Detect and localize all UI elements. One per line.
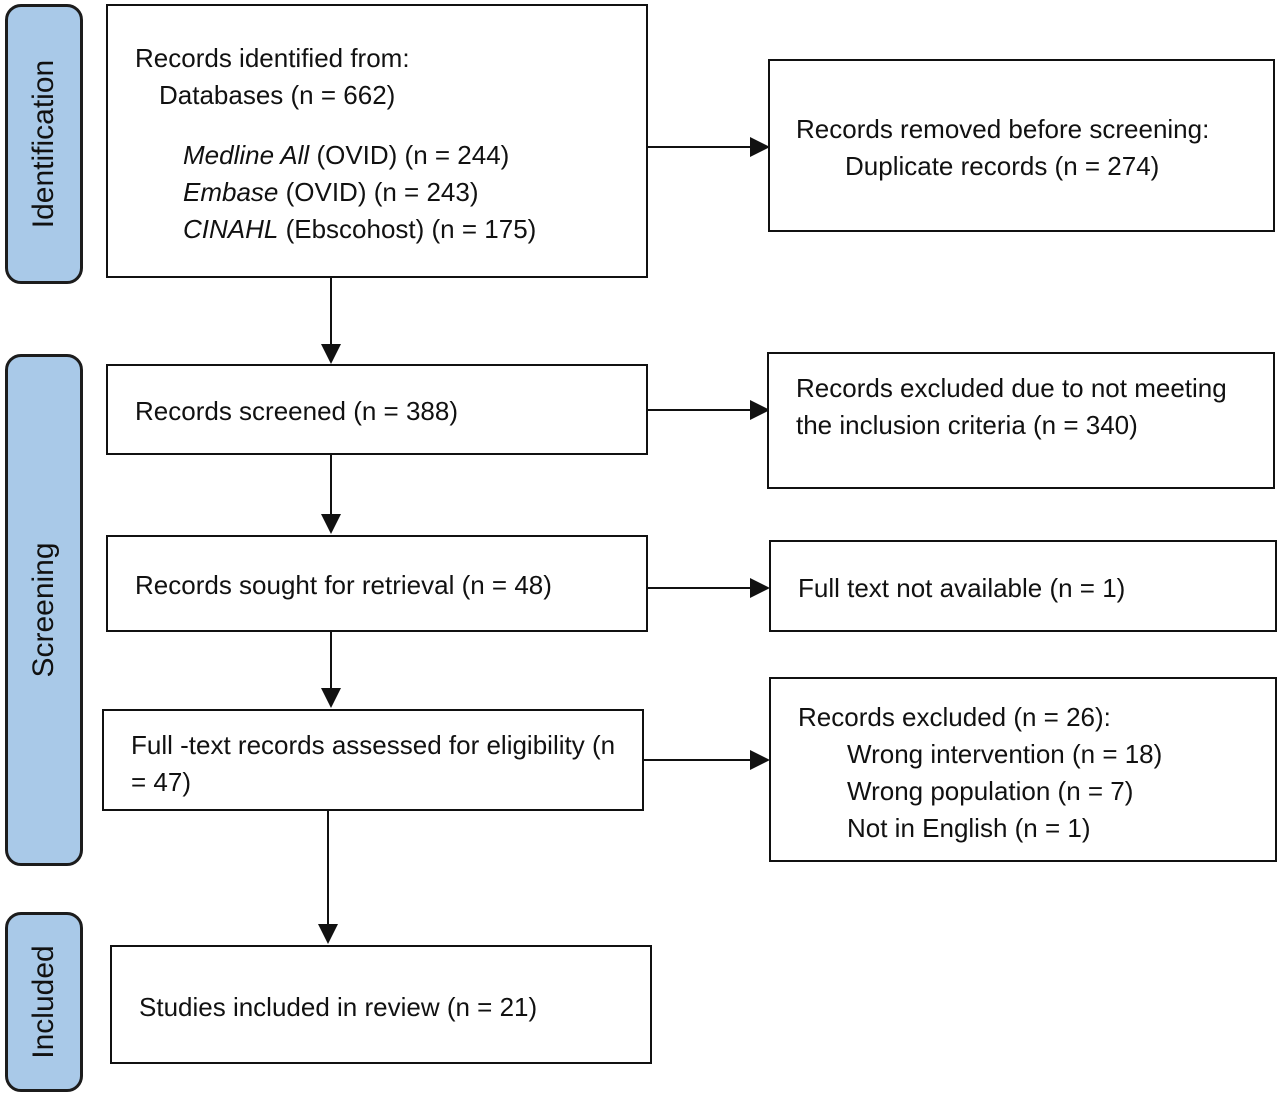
excluded-reason-item: Wrong intervention (n = 18) [847,739,1163,769]
source-embase: Embase (OVID) (n = 243) [183,174,479,211]
excluded-reason-item: Not in English (n = 1) [847,813,1091,843]
screening-stage-tab: Screening [5,354,83,866]
records-identified-heading: Records identified from: [135,43,410,73]
full-text-not-available-text: Full text not available (n = 1) [798,573,1126,603]
records-removed-heading: Records removed before screening: [796,114,1210,144]
source-cinahl: CINAHL (Ebscohost) (n = 175) [183,211,536,248]
full-text-assessed-box: Full -text records assessed for eligibil… [102,709,644,811]
source-embase-name: Embase [183,177,279,207]
excluded-reason-item: Wrong population (n = 7) [847,776,1134,806]
records-sought-box: Records sought for retrieval (n = 48) [106,535,648,632]
included-stage-tab: Included [5,912,83,1092]
source-embase-detail: (OVID) (n = 243) [278,177,479,207]
records-excluded-criteria-box: Records excluded due to not meeting the … [767,352,1275,489]
studies-included-text: Studies included in review (n = 21) [139,992,538,1022]
records-excluded-heading: Records excluded (n = 26): [798,702,1111,732]
source-cinahl-detail: (Ebscohost) (n = 175) [278,214,537,244]
records-screened-box: Records screened (n = 388) [106,364,648,455]
source-cinahl-name: CINAHL [183,214,279,244]
records-excluded-criteria-text: Records excluded due to not meeting the … [796,373,1227,440]
full-text-not-available-box: Full text not available (n = 1) [769,540,1277,632]
records-screened-text: Records screened (n = 388) [135,396,459,426]
source-medline-detail: (OVID) (n = 244) [309,140,510,170]
records-identified-box: Records identified from: Databases (n = … [106,4,648,278]
source-medline: Medline All (OVID) (n = 244) [183,137,509,174]
studies-included-box: Studies included in review (n = 21) [110,945,652,1064]
records-sought-text: Records sought for retrieval (n = 48) [135,570,552,600]
duplicate-records: Duplicate records (n = 274) [845,151,1160,181]
identification-stage-tab: Identification [5,4,83,284]
databases-count: Databases (n = 662) [159,80,396,110]
records-removed-box: Records removed before screening: Duplic… [768,59,1275,232]
full-text-assessed-text: Full -text records assessed for eligibil… [131,730,616,797]
records-excluded-reasons-box: Records excluded (n = 26): Wrong interve… [769,677,1277,862]
source-medline-name: Medline All [183,140,310,170]
